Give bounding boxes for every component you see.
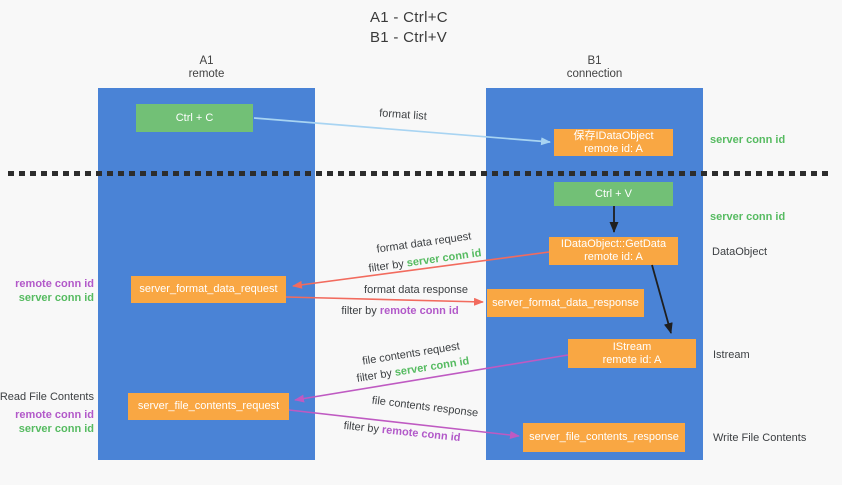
dotted-divider [8, 171, 833, 176]
save-idataobject-line1: 保存IDataObject [573, 129, 654, 142]
node-ctrl-v: Ctrl + V [554, 182, 673, 206]
right-label-write-file-contents: Write File Contents [713, 432, 807, 444]
ctrl-c-label: Ctrl + C [175, 111, 214, 124]
arrow-format-data-response [285, 296, 484, 306]
filter-by-text: filter by [355, 367, 393, 385]
node-server-format-data-request: server_format_data_request [131, 276, 286, 303]
lane-a1-subtitle: remote [188, 68, 225, 80]
node-server-format-data-response: server_format_data_response [487, 289, 644, 317]
node-server-file-contents-response: server_file_contents_response [523, 423, 685, 452]
file-request-label: server_file_contents_request [137, 400, 280, 412]
edge-label-file-contents-response: file contents response [371, 394, 479, 420]
file-response-label: server_file_contents_response [529, 431, 679, 443]
save-idataobject-line2: remote id: A [584, 142, 643, 155]
left-label-server-conn-id-1: server conn id [18, 292, 94, 304]
right-label-server-conn-id-1: server conn id [710, 134, 786, 146]
lane-header-b1: B1 connection [486, 55, 703, 81]
edge-label-filter-remote-1: filter by remote conn id [341, 305, 458, 317]
right-label-server-conn-id-2: server conn id [710, 211, 786, 223]
format-response-label: server_format_data_response [492, 296, 639, 309]
diagram-title: A1 - Ctrl+C B1 - Ctrl+V [370, 8, 448, 48]
left-label-remote-conn-id-1: remote conn id [15, 278, 94, 290]
remote-conn-id-text: remote conn id [379, 305, 459, 317]
server-conn-id-text: server conn id [406, 247, 483, 270]
edge-label-format-data-response: format data response [364, 284, 468, 296]
remote-conn-id-text: remote conn id [381, 423, 461, 445]
lane-a1-name: A1 [199, 55, 214, 67]
left-label-read-file-contents: Read File Contents [0, 391, 94, 403]
edge-label-filter-remote-2: filter by remote conn id [343, 420, 461, 444]
node-server-file-contents-request: server_file_contents_request [128, 393, 289, 420]
right-label-istream: Istream [713, 349, 750, 361]
lane-header-a1: A1 remote [98, 55, 315, 81]
right-label-dataobject: DataObject [712, 246, 768, 258]
ctrl-v-label: Ctrl + V [595, 187, 632, 200]
node-idataobject-getdata: IDataObject::GetData remote id: A [549, 237, 678, 265]
edge-label-format-list: format list [378, 107, 428, 123]
getdata-line1: IDataObject::GetData [560, 238, 667, 250]
lane-b1-name: B1 [587, 55, 602, 67]
title-line-2: B1 - Ctrl+V [370, 29, 448, 46]
left-label-remote-conn-id-2: remote conn id [15, 409, 94, 421]
left-label-server-conn-id-2: server conn id [18, 423, 94, 435]
node-ctrl-c: Ctrl + C [136, 104, 253, 132]
format-request-label: server_format_data_request [139, 283, 278, 295]
istream-line2: remote id: A [602, 353, 662, 366]
title-line-1: A1 - Ctrl+C [370, 9, 448, 26]
filter-by-text: filter by [367, 258, 405, 275]
lane-b1-subtitle: connection [566, 68, 623, 80]
filter-by-text: filter by [343, 419, 380, 436]
getdata-line2: remote id: A [584, 251, 643, 263]
node-save-idataobject: 保存IDataObject remote id: A [554, 129, 673, 156]
node-istream: IStream remote id: A [568, 339, 696, 368]
istream-line1: IStream [612, 340, 652, 353]
filter-by-text: filter by [341, 305, 377, 317]
